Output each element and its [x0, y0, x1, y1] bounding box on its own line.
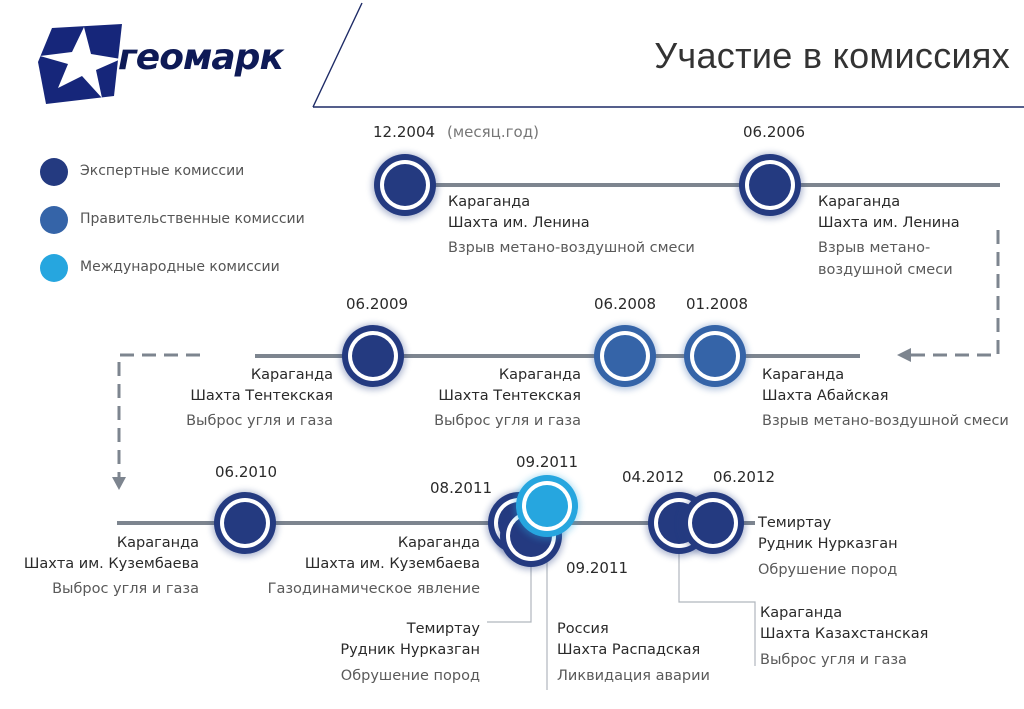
page-title: Участие в комиссиях [654, 35, 1010, 76]
event-desc-5: Выброс угля и газа [186, 413, 333, 429]
event-node-5 [340, 324, 406, 390]
event-city-2: Караганда [818, 194, 901, 210]
callout-lines [487, 540, 756, 690]
event-date-9: 09.2011 [516, 453, 579, 471]
event-city-9: Россия [557, 621, 609, 637]
event-date-7: 08.2011 [430, 479, 493, 497]
event-site-8: Рудник Нурказган [340, 642, 480, 658]
event-site-4: Шахта Тентекская [438, 388, 581, 404]
event-city-3: Караганда [762, 367, 845, 383]
event-site-2: Шахта им. Ленина [818, 215, 960, 231]
legend-label-international: Международные комиссии [80, 259, 280, 275]
brand-logo-text: геомарк [118, 37, 284, 78]
event-city-6: Караганда [116, 535, 199, 551]
event-desc-6: Выброс угля и газа [52, 581, 199, 597]
legend-dot-government [40, 206, 68, 234]
event-desc-1: Взрыв метано-воздушной смеси [448, 240, 695, 256]
event-node-11 [680, 491, 746, 557]
event-node-1 [372, 153, 438, 219]
event-desc-2b: воздушной смеси [818, 262, 953, 278]
event-date-8: 09.2011 [566, 559, 629, 577]
event-date-11: 06.2012 [713, 468, 776, 486]
event-city-10: Караганда [760, 605, 843, 621]
connector-arrow-left-icon [897, 348, 911, 362]
event-city-8: Темиртау [406, 621, 480, 637]
event-desc-10: Выброс угля и газа [760, 652, 907, 668]
dashed-connector-left [117, 353, 200, 478]
event-node-4 [592, 324, 658, 390]
event-city-4: Караганда [498, 367, 581, 383]
event-site-6: Шахта им. Кузембаева [23, 556, 199, 572]
event-date-10: 04.2012 [622, 468, 685, 486]
connector-arrow-down-icon [112, 477, 126, 490]
event-city-11: Темиртау [758, 515, 832, 531]
event-desc-7: Газодинамическое явление [267, 581, 480, 597]
legend-dot-international [40, 254, 68, 282]
event-date-3: 01.2008 [686, 295, 749, 313]
event-site-5: Шахта Тентекская [190, 388, 333, 404]
event-city-7: Караганда [397, 535, 480, 551]
event-site-7: Шахта им. Кузембаева [304, 556, 480, 572]
event-desc-8: Обрушение пород [340, 668, 480, 684]
event-node-2 [737, 153, 803, 219]
event-site-10: Шахта Казахстанская [760, 626, 929, 642]
dashed-connector-right [908, 230, 1000, 357]
event-desc-11: Обрушение пород [758, 562, 898, 578]
event-node-9 [514, 474, 580, 540]
event-site-9: Шахта Распадская [557, 642, 701, 658]
event-node-6 [212, 491, 278, 557]
event-date-1: 12.2004 [373, 123, 436, 141]
date-format-hint: (месяц.год) [447, 123, 539, 141]
event-desc-2a: Взрыв метано- [818, 240, 931, 256]
event-city-5: Караганда [250, 367, 333, 383]
event-site-1: Шахта им. Ленина [448, 215, 590, 231]
logo-star-icon [38, 24, 122, 104]
legend-label-expert: Экспертные комиссии [80, 163, 245, 179]
event-node-3 [682, 324, 748, 390]
event-desc-4: Выброс угля и газа [434, 413, 581, 429]
event-date-6: 06.2010 [215, 463, 278, 481]
event-date-5: 06.2009 [346, 295, 409, 313]
legend-dot-expert [40, 158, 68, 186]
event-date-4: 06.2008 [594, 295, 657, 313]
event-city-1: Караганда [448, 194, 531, 210]
event-site-3: Шахта Абайская [762, 388, 889, 404]
event-site-11: Рудник Нурказган [758, 536, 898, 552]
legend-label-government: Правительственные комиссии [80, 211, 305, 227]
header-slash-line [312, 2, 363, 108]
event-desc-3: Взрыв метано-воздушной смеси [762, 413, 1009, 429]
event-desc-9: Ликвидация аварии [557, 668, 710, 684]
event-date-2: 06.2006 [743, 123, 806, 141]
